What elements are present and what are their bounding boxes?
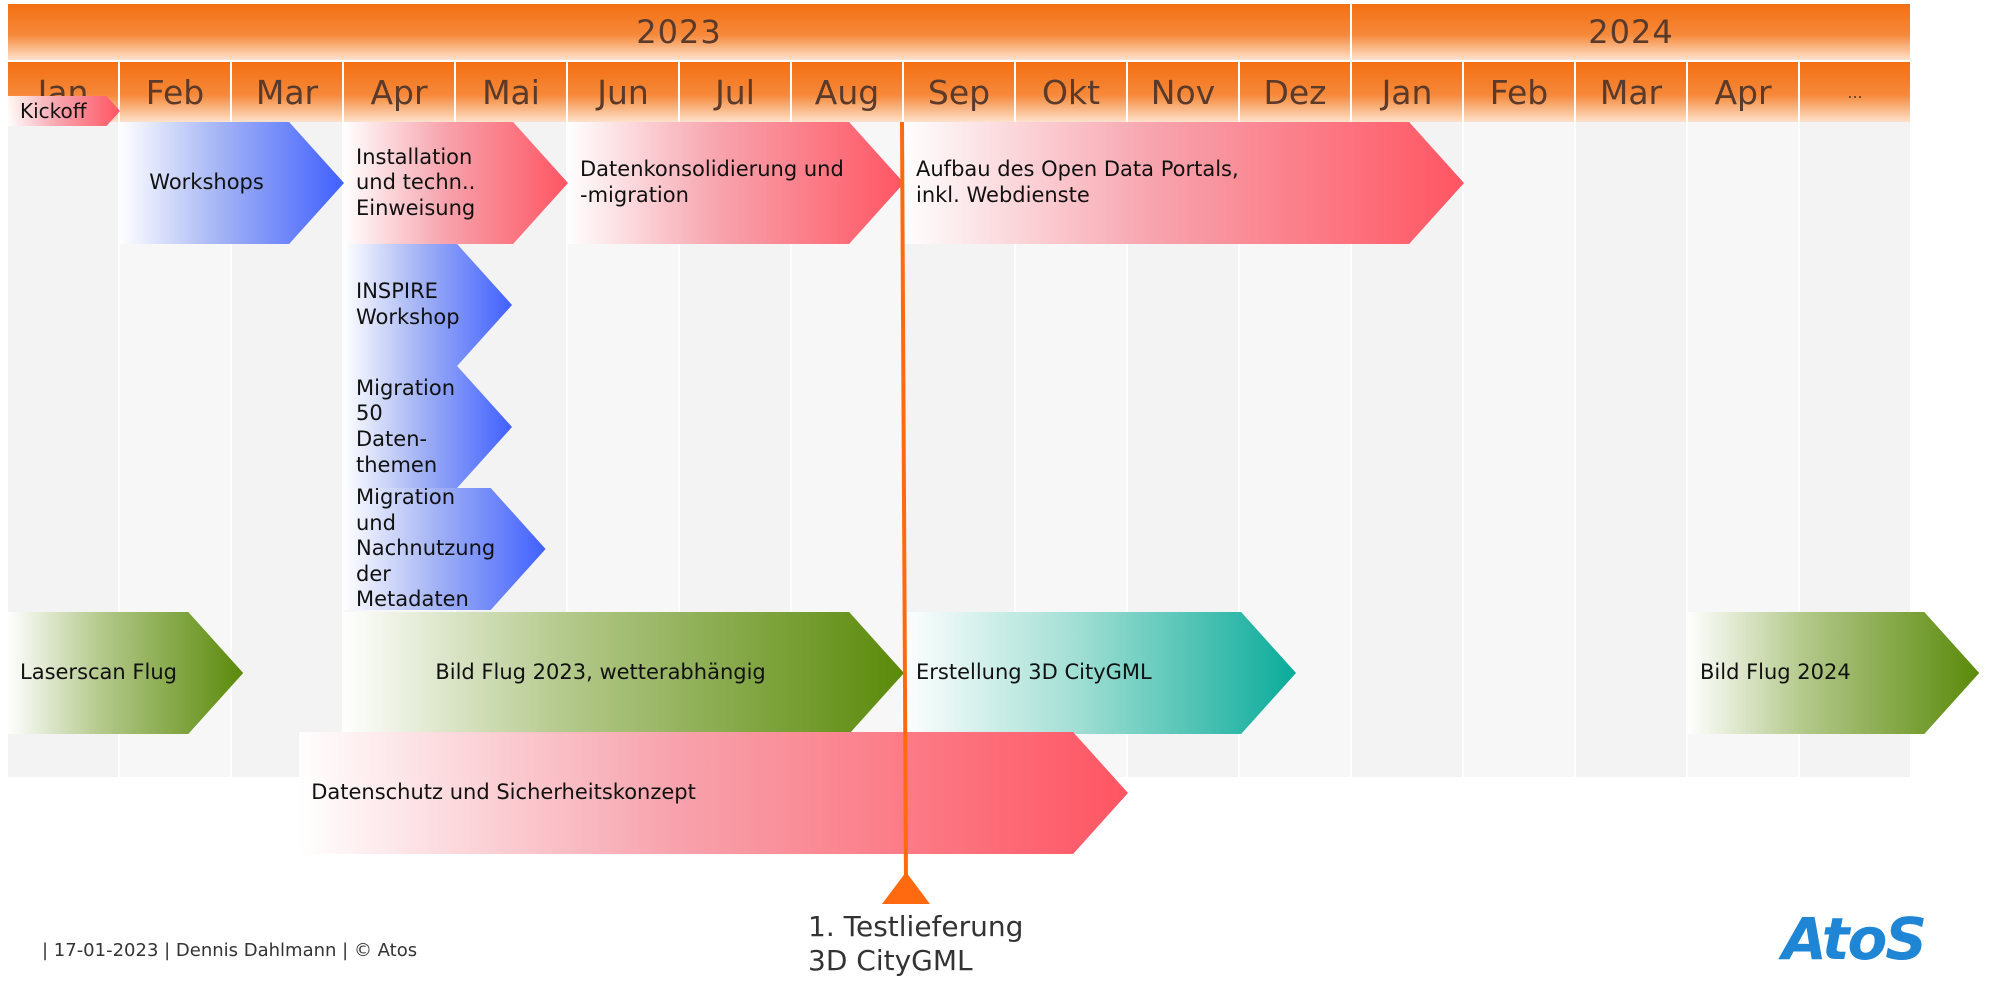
grid-column bbox=[1464, 122, 1576, 777]
month-header: Jun bbox=[568, 62, 680, 122]
task-arrow-workshops: Workshops bbox=[120, 122, 344, 244]
year-header: 2024 bbox=[1352, 4, 1912, 60]
grid-column bbox=[1576, 122, 1688, 777]
task-label: INSPIRE Workshop bbox=[356, 279, 460, 329]
month-header: Aug bbox=[792, 62, 904, 122]
milestone-triangle-icon bbox=[882, 872, 930, 904]
month-header: Sep bbox=[904, 62, 1016, 122]
month-header: Nov bbox=[1128, 62, 1240, 122]
task-label: Datenkonsolidierung und -migration bbox=[580, 157, 844, 207]
year-header: 2023 bbox=[8, 4, 1352, 60]
task-label: Erstellung 3D CityGML bbox=[916, 660, 1152, 685]
task-label: Aufbau des Open Data Portals, inkl. Webd… bbox=[916, 157, 1239, 207]
footer-text: | 17-01-2023 | Dennis Dahlmann | © Atos bbox=[42, 940, 418, 961]
month-header: Apr bbox=[1688, 62, 1800, 122]
month-header: Jan bbox=[1352, 62, 1464, 122]
task-arrow-kickoff: Kickoff bbox=[8, 96, 120, 126]
task-arrow-citygml: Erstellung 3D CityGML bbox=[904, 612, 1296, 734]
month-header: Apr bbox=[344, 62, 456, 122]
task-arrow-bildflug-2024: Bild Flug 2024 bbox=[1688, 612, 1979, 734]
task-label: Workshops bbox=[149, 170, 264, 195]
task-label: Bild Flug 2023, wetterabhängig bbox=[435, 660, 766, 685]
task-label: Laserscan Flug bbox=[20, 660, 177, 685]
month-header: Feb bbox=[1464, 62, 1576, 122]
month-header: Feb bbox=[120, 62, 232, 122]
month-header: Mai bbox=[456, 62, 568, 122]
atos-logo: AtoS bbox=[1782, 905, 1927, 973]
task-label: Migration und Nachnutzung der Metadaten bbox=[356, 484, 496, 612]
milestone-label: 1. Testlieferung 3D CityGML bbox=[808, 910, 1024, 978]
month-header: ... bbox=[1800, 62, 1912, 122]
task-arrow-datenschutz: Datenschutz und Sicherheitskonzept bbox=[299, 732, 1128, 854]
task-arrow-laserscan: Laserscan Flug bbox=[8, 612, 243, 734]
month-header: Mar bbox=[232, 62, 344, 122]
task-label: Kickoff bbox=[20, 98, 87, 123]
task-arrow-open-data-portal: Aufbau des Open Data Portals, inkl. Webd… bbox=[904, 122, 1464, 244]
task-label: Bild Flug 2024 bbox=[1700, 660, 1851, 685]
task-arrow-bildflug-2023: Bild Flug 2023, wetterabhängig bbox=[344, 612, 904, 734]
task-arrow-installation: Installation und techn.. Einweisung bbox=[344, 122, 568, 244]
month-header: Dez bbox=[1240, 62, 1352, 122]
month-header: Okt bbox=[1016, 62, 1128, 122]
task-label: Installation und techn.. Einweisung bbox=[356, 144, 476, 220]
month-header: Jul bbox=[680, 62, 792, 122]
task-arrow-datenkonsolidierung: Datenkonsolidierung und -migration bbox=[568, 122, 904, 244]
month-header: Mar bbox=[1576, 62, 1688, 122]
task-label: Migration 50 Daten- themen bbox=[356, 375, 456, 477]
task-label: Datenschutz und Sicherheitskonzept bbox=[311, 780, 696, 805]
